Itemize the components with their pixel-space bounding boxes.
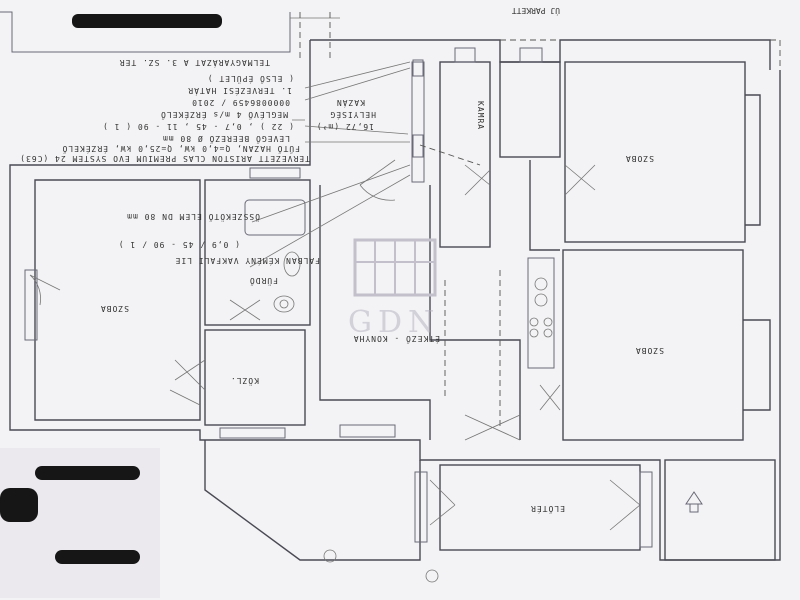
annotation-line: ( 22 ) , 0,7 - 45 , 11 - 90 ( 1 ) bbox=[102, 122, 294, 131]
door-swing bbox=[359, 159, 396, 201]
room-outline bbox=[204, 179, 311, 326]
window bbox=[414, 471, 428, 543]
wall bbox=[429, 185, 521, 440]
stove-burner bbox=[529, 317, 539, 327]
door-swing bbox=[169, 389, 201, 406]
annotation-volume: 16,72 (m³) bbox=[316, 122, 374, 131]
redaction-bottom-3 bbox=[55, 550, 140, 564]
stove-burner bbox=[543, 328, 553, 338]
wall bbox=[743, 319, 771, 411]
window bbox=[249, 167, 301, 179]
room-label-eloter: ELŐTÉR bbox=[530, 504, 565, 515]
annotation-line: ( 0,9 / 45 - 90 / 1 ) bbox=[118, 240, 240, 249]
dashed-line bbox=[444, 270, 501, 430]
door-swing bbox=[464, 414, 521, 441]
room-outline bbox=[499, 61, 561, 158]
room-outline bbox=[564, 61, 746, 243]
room-outline bbox=[664, 459, 776, 561]
top-right-label: ÚJ PARKETT bbox=[512, 6, 560, 17]
redaction-bottom-2 bbox=[0, 488, 38, 522]
window bbox=[219, 427, 286, 439]
bathtub bbox=[244, 199, 306, 236]
annotation-line: TERVEZETT ARISTON CLAS PREMIUM EVO SYSTE… bbox=[19, 154, 310, 163]
annotation-line: LEVEGŐ BEEREZŐ Ø 80 mm bbox=[162, 134, 290, 144]
room-label-szoba-top-right: SZOBA bbox=[625, 154, 654, 163]
stove-burner bbox=[529, 328, 539, 338]
kitchen-counter bbox=[527, 257, 555, 369]
dashed-line bbox=[419, 144, 481, 166]
sink bbox=[283, 251, 301, 277]
annotation-kazan: KAZÁN bbox=[336, 98, 365, 109]
room-outline bbox=[204, 329, 306, 426]
column bbox=[323, 549, 337, 563]
stove-burner bbox=[534, 293, 548, 307]
wall bbox=[204, 440, 421, 561]
room-outline bbox=[439, 61, 491, 248]
door-swing bbox=[29, 274, 61, 306]
door-swing bbox=[539, 384, 561, 411]
door-swing bbox=[609, 479, 641, 531]
door-swing bbox=[229, 299, 261, 321]
annotation-header: TELMAGYARÁZAT A 3. SZ. TER bbox=[119, 58, 270, 69]
annotation-line: 0000086459 / 2010 bbox=[191, 98, 290, 107]
boiler bbox=[412, 134, 424, 158]
toilet bbox=[273, 295, 295, 313]
wall bbox=[0, 11, 291, 53]
stair-arrow bbox=[685, 491, 703, 513]
annotation-block: TELMAGYARÁZAT A 3. SZ. TER ( ELSŐ ÉPÜLET… bbox=[19, 58, 376, 267]
wall bbox=[745, 94, 761, 226]
vent bbox=[454, 47, 476, 63]
dashed-line bbox=[299, 12, 331, 58]
annotation-line: FŰTŐ HAZAN, Q=4,0 kW, Q=25,0 kW, ÉRZÉKEL… bbox=[62, 144, 300, 155]
watermark-text: GDN bbox=[348, 305, 440, 340]
dashed-line bbox=[420, 39, 781, 560]
room-label-kamra: KAMRA bbox=[476, 101, 485, 130]
annotation-helyiseg: HELYISÉG bbox=[329, 110, 376, 121]
annotation-line: MEGLÉVŐ 4 m/s ÉRZÉKELŐ bbox=[160, 110, 288, 121]
vent bbox=[519, 47, 543, 63]
redaction-top bbox=[72, 14, 222, 28]
boiler bbox=[412, 59, 424, 77]
wall bbox=[529, 160, 560, 251]
door-swing bbox=[174, 359, 206, 391]
door-swing bbox=[429, 479, 456, 526]
watermark-logo-lines bbox=[355, 240, 435, 295]
column bbox=[425, 569, 439, 583]
room-label-furdo: FÜRDŐ bbox=[249, 276, 278, 286]
door-swing bbox=[464, 164, 491, 196]
room-label-szoba-left: SZOBA bbox=[100, 304, 129, 313]
window bbox=[339, 424, 396, 438]
toilet-seat bbox=[279, 299, 289, 309]
annotation-line: 1. TERVEZÉSI HATÁR bbox=[187, 86, 292, 97]
room-label-szoba-mid-right: SZOBA bbox=[635, 346, 664, 355]
room-label-kozl: KÖZL. bbox=[230, 376, 259, 386]
room-outline bbox=[562, 249, 744, 441]
room-label-etkezo: ÉTKEZŐ - KONYHA bbox=[353, 334, 440, 345]
window bbox=[639, 471, 653, 548]
stove-burner bbox=[543, 317, 553, 327]
exterior-wall bbox=[310, 39, 771, 70]
annotation-line: ( ELSŐ ÉPÜLET ) bbox=[207, 74, 294, 85]
chimney bbox=[411, 61, 425, 183]
annotation-line: FALBAN KÉMÉNY VAKFALI LIE bbox=[175, 256, 320, 267]
leader-line bbox=[249, 61, 411, 268]
window bbox=[24, 269, 38, 341]
wall bbox=[319, 185, 431, 440]
door-swing bbox=[564, 164, 596, 196]
stove-burner bbox=[534, 277, 548, 291]
annotation-line: ÖSSZEKÖTŐ ELEM DN 80 mm bbox=[126, 212, 260, 222]
redaction-bottom-1 bbox=[35, 466, 140, 480]
